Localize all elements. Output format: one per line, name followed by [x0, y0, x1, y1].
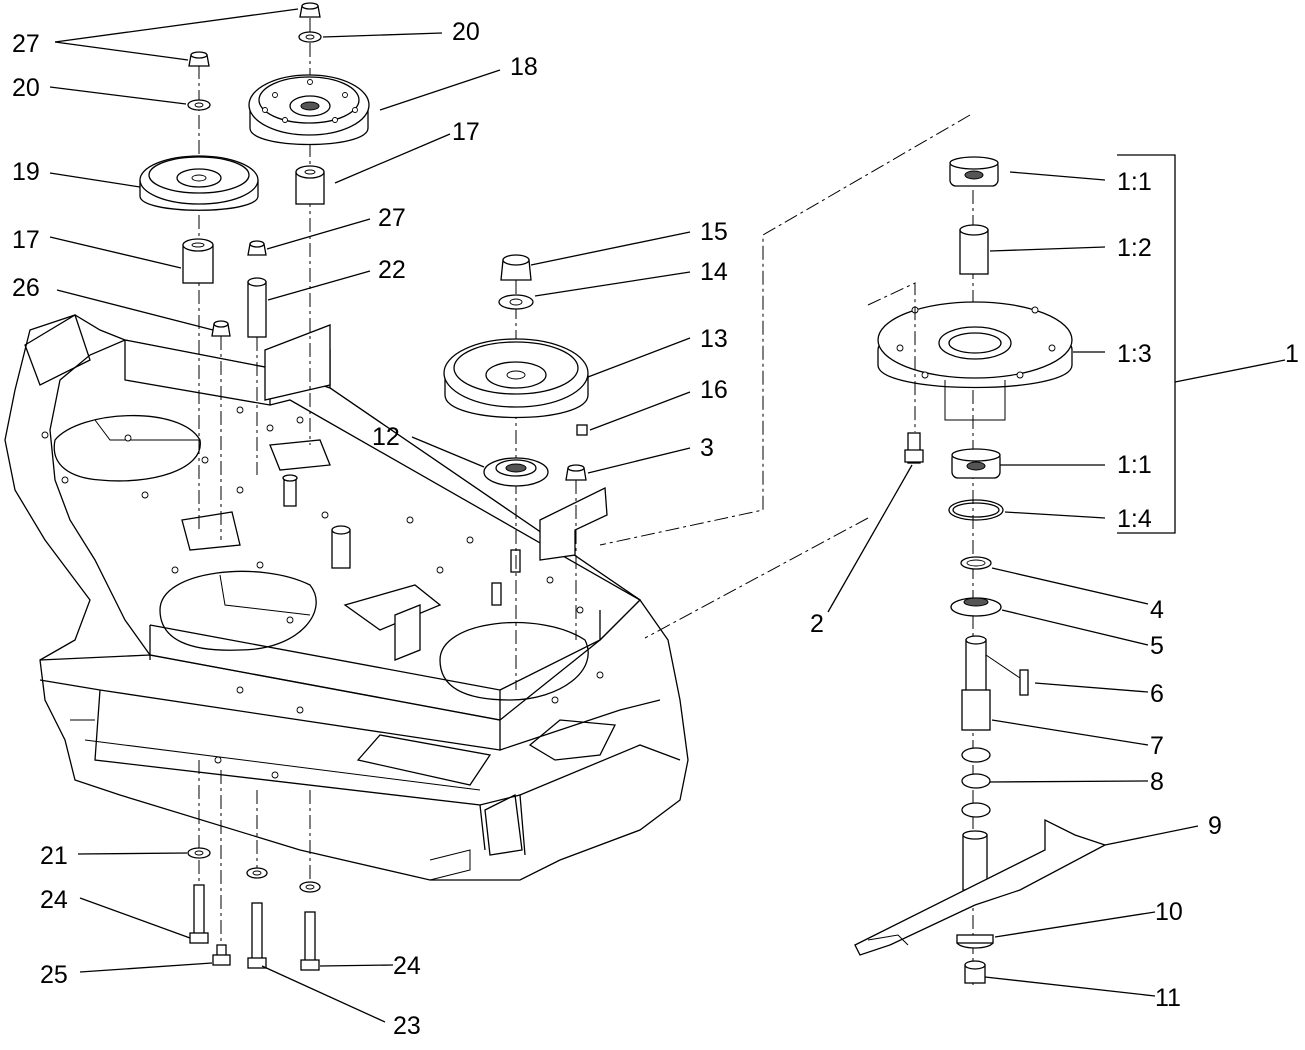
pulley-stack-left: [139, 51, 259, 540]
callout-16: 16: [700, 376, 728, 404]
pulley-stack-middle: [247, 2, 370, 475]
callout-5: 5: [1150, 632, 1164, 660]
callout-27: 27: [12, 30, 40, 58]
callout-10: 10: [1155, 898, 1183, 926]
callout-17: 17: [452, 118, 480, 146]
stud-part-2: [867, 282, 924, 464]
callout-24: 24: [40, 886, 68, 914]
callout-8: 8: [1150, 768, 1164, 796]
callout-20: 20: [452, 18, 480, 46]
callout-9: 9: [1208, 812, 1222, 840]
callout-23: 23: [393, 1012, 421, 1040]
callout-1-3: 1:3: [1117, 340, 1152, 368]
callout-13: 13: [700, 325, 728, 353]
callout-26: 26: [12, 274, 40, 302]
dashed-alignment-line: [599, 114, 971, 546]
callout-14: 14: [700, 258, 728, 286]
callout-20: 20: [12, 74, 40, 102]
deck-holes: [41, 406, 604, 779]
callout-1-1: 1:1: [1117, 451, 1152, 479]
callout-15: 15: [700, 218, 728, 246]
dashed-alignment-line: [644, 517, 869, 639]
callout-11: 11: [1155, 984, 1181, 1012]
callout-27: 27: [378, 204, 406, 232]
callout-1-2: 1:2: [1117, 234, 1152, 262]
callout-25: 25: [40, 961, 68, 989]
callout-17: 17: [12, 226, 40, 254]
callout-3: 3: [700, 434, 714, 462]
callout-1: 1: [1285, 340, 1299, 368]
callout-4: 4: [1150, 596, 1164, 624]
callout-18: 18: [510, 53, 538, 81]
leader-lines: [49, 8, 1286, 1023]
callout-12: 12: [372, 423, 400, 451]
callout-21: 21: [40, 842, 68, 870]
callout-6: 6: [1150, 680, 1164, 708]
callout-labels: 27 20 20 18 19 17 17 27 22 26 15 14 13 1…: [12, 18, 1299, 1040]
pulley-stack-center: [443, 254, 589, 690]
callout-2: 2: [810, 610, 824, 638]
callout-7: 7: [1150, 732, 1164, 760]
spindle-assembly: [854, 154, 1176, 985]
callout-19: 19: [12, 158, 40, 186]
callout-1-4: 1:4: [1117, 505, 1152, 533]
mower-deck: [4, 314, 689, 881]
callout-24: 24: [393, 952, 421, 980]
callout-22: 22: [378, 256, 406, 284]
callout-1-1: 1:1: [1117, 168, 1152, 196]
